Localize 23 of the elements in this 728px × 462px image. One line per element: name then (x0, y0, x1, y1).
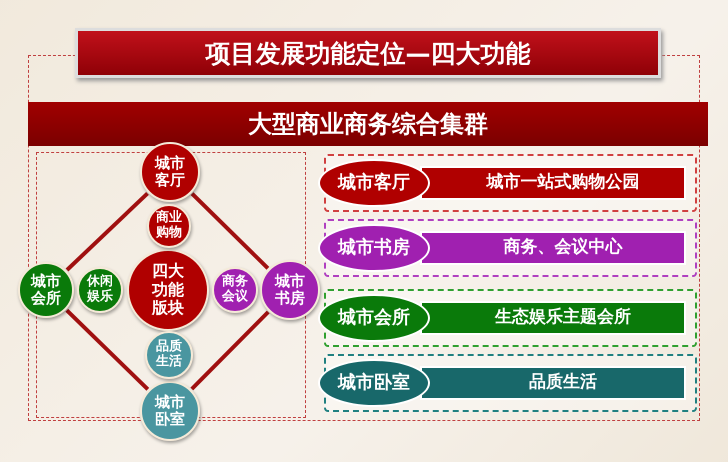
oval-label: 城市卧室 (318, 359, 430, 407)
connector-line (65, 308, 150, 391)
banner-bar: 品质生活 (420, 366, 686, 400)
circle-node: 休闲娱乐 (77, 267, 123, 313)
circle-node: 城市卧室 (140, 381, 200, 441)
circle-node: 商业购物 (147, 204, 191, 248)
connector-line (66, 192, 149, 272)
connector-line (190, 310, 270, 390)
banner-bar: 生态娱乐主题会所 (420, 301, 686, 335)
circle-node: 商务会议 (212, 267, 258, 313)
connector-line (190, 192, 270, 270)
oval-label: 城市书房 (318, 224, 430, 272)
oval-label: 城市会所 (318, 294, 430, 342)
circle-node: 品质生活 (145, 331, 193, 379)
title: 项目发展功能定位—四大功能 (206, 38, 530, 70)
circle-node: 城市客厅 (140, 142, 200, 202)
oval-label: 城市客厅 (318, 159, 430, 207)
circle-node: 城市书房 (260, 260, 320, 320)
banner-bar: 商务、会议中心 (420, 231, 686, 265)
circle-node: 城市会所 (18, 262, 74, 318)
banner-bar: 城市一站式购物公园 (420, 166, 686, 200)
subtitle: 大型商业商务综合集群 (248, 109, 488, 140)
circle-node: 四大功能版块 (127, 249, 209, 331)
